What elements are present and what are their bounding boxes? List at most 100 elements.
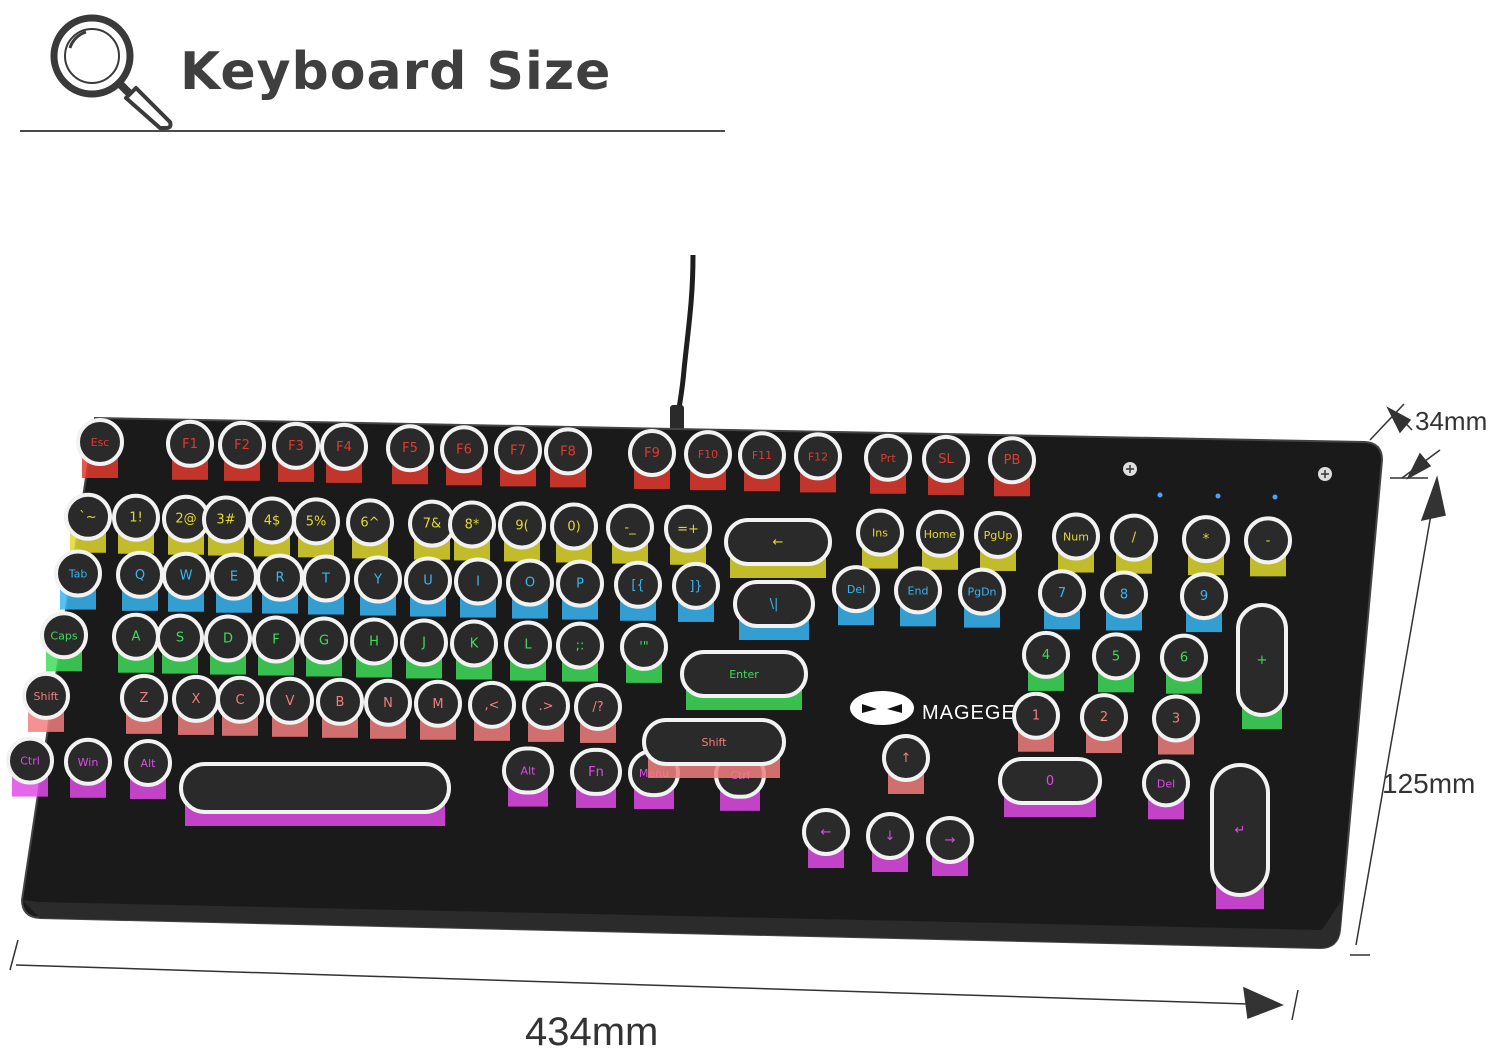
keycap xyxy=(498,501,546,550)
brand-logo: MAGEGEE xyxy=(850,691,1030,725)
keycap xyxy=(354,555,402,604)
keycap xyxy=(882,734,930,782)
key-4-4: V xyxy=(266,676,314,737)
keycap xyxy=(468,680,516,729)
key-3-6: H xyxy=(350,617,398,678)
key-numpad-plus: + xyxy=(1236,603,1288,729)
key-label: X xyxy=(192,692,201,707)
keycap xyxy=(550,502,598,551)
keycap xyxy=(204,614,252,663)
key-1-6: 6^ xyxy=(346,498,394,559)
key-0-10: F10 xyxy=(684,430,732,491)
keyboard-case-edge xyxy=(22,898,1343,948)
key-label: =+ xyxy=(677,522,699,537)
key-label: W xyxy=(180,569,193,584)
keycap xyxy=(120,673,168,722)
key-0-6: F6 xyxy=(440,425,488,486)
key-2-11: [{ xyxy=(614,560,662,621)
key-label: + xyxy=(1257,653,1268,668)
brand-name: MAGEGEE xyxy=(922,702,1030,724)
keycap xyxy=(556,621,604,670)
key-label: L xyxy=(524,638,532,653)
keycap xyxy=(502,746,554,795)
keycap xyxy=(346,498,394,547)
key-2-9: O xyxy=(506,558,554,619)
indicator-led-2 xyxy=(1215,493,1221,499)
keycap xyxy=(64,737,112,786)
key-3-10: ;: xyxy=(556,621,604,682)
key-label: 7 xyxy=(1058,586,1066,601)
key-label: E xyxy=(230,570,238,585)
key-1-12: =+ xyxy=(664,504,712,565)
case-screw-left xyxy=(1123,462,1137,476)
key-1-17: / xyxy=(1110,513,1158,574)
key-label: Caps xyxy=(50,629,77,642)
key-0-13: Prt xyxy=(864,433,912,494)
key-label: 4$ xyxy=(264,513,281,528)
key-label: F5 xyxy=(402,441,418,456)
key-label: F3 xyxy=(288,439,304,454)
depth-dimension-line xyxy=(1369,403,1441,480)
key-1-13: Ins xyxy=(856,508,904,569)
key-label: PB xyxy=(1004,453,1021,468)
keycap xyxy=(1052,512,1100,561)
key-label: ↓ xyxy=(885,829,896,844)
key-label: ]} xyxy=(689,579,702,594)
key-label: F1 xyxy=(182,437,198,452)
header: Keyboard Size xyxy=(0,0,740,150)
keycap xyxy=(440,425,488,474)
key-label: M xyxy=(432,697,443,712)
key-label: D xyxy=(223,632,233,647)
key-1-7: 7& xyxy=(408,499,456,560)
keycap xyxy=(642,718,786,766)
key-3-4: F xyxy=(252,615,300,676)
key-label: * xyxy=(1203,532,1210,547)
keycap xyxy=(1080,693,1128,742)
key-label: Alt xyxy=(141,757,157,770)
key-label: 6 xyxy=(1180,651,1188,666)
key-4-9: .> xyxy=(522,681,570,742)
keycap xyxy=(832,565,880,614)
keycap xyxy=(1160,633,1208,682)
key-label: 3# xyxy=(216,513,235,528)
key-label: Ins xyxy=(872,527,888,540)
key-label: Shift xyxy=(33,690,59,703)
key-2-14: End xyxy=(894,566,942,627)
keycap xyxy=(116,550,164,599)
key-0-3: F3 xyxy=(272,421,320,482)
key-label: 1 xyxy=(1032,709,1040,724)
key-3-9: L xyxy=(504,620,552,681)
keycap xyxy=(522,681,570,730)
keycap xyxy=(1038,569,1086,618)
key-4-6: N xyxy=(364,678,412,739)
keycap xyxy=(76,418,124,466)
key-label: `~ xyxy=(79,510,96,525)
key-label: Win xyxy=(78,756,99,769)
key-2-0: Tab xyxy=(54,549,102,610)
key-label: 6^ xyxy=(360,515,379,530)
key-label: 2 xyxy=(1100,710,1108,725)
keycap xyxy=(1180,572,1228,621)
key-label: 7& xyxy=(423,517,441,532)
keycap xyxy=(574,682,622,731)
key-1-11: -_ xyxy=(606,503,654,564)
keycap xyxy=(266,676,314,725)
key-label: -_ xyxy=(624,521,636,536)
key-label: Q xyxy=(135,568,145,583)
height-label: 125mm xyxy=(1382,768,1476,799)
key-0-5: F5 xyxy=(386,424,434,485)
keycap xyxy=(664,504,712,553)
key-2-3: E xyxy=(210,552,258,613)
keycap xyxy=(202,495,250,544)
keycap xyxy=(894,566,942,615)
keycap xyxy=(364,678,412,727)
key-5-2: Alt xyxy=(124,738,172,799)
key-label: Fn xyxy=(588,765,604,780)
key-5-0: Ctrl xyxy=(6,736,54,797)
key-label: C xyxy=(235,693,244,708)
key-1-3: 3# xyxy=(202,495,250,556)
keycap xyxy=(794,432,842,481)
keycap xyxy=(218,420,266,469)
key-label: PgUp xyxy=(984,529,1013,542)
keycap xyxy=(1236,603,1288,717)
